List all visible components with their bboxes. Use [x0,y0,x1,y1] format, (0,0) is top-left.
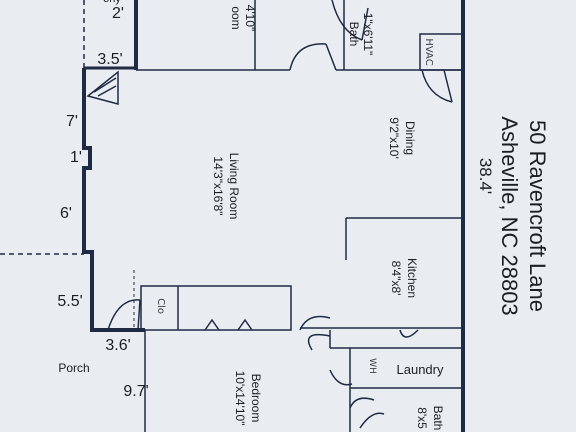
room-name: Living Room [227,153,241,220]
room-name: oom [229,6,243,29]
room-bath-top: Bath 1"x6'11" [347,13,375,56]
room-name: Dining [403,121,417,155]
interior-walls [136,0,464,432]
room-kitchen: Kitchen 8'4"x8' [389,258,419,298]
handwritten-hvac: HVAC [423,38,434,65]
measure-5-5: 5.5' [57,293,82,310]
measure-3-5: 3.5' [97,51,122,68]
room-dims: 4'10" [243,5,257,32]
room-name: Bath [347,22,361,47]
outer-wall-left [82,68,145,332]
room-dims: 9'2"x10' [387,117,401,159]
balcony-label: ony [103,0,121,5]
room-bedroom-top: oom 4'10" [229,5,257,32]
room-dims: 8'4"x8' [389,261,403,296]
measure-7: 7' [66,113,78,130]
measure-6: 6' [60,205,72,222]
address-block: 50 Ravencroft Lane Asheville, NC 28803 [497,116,550,315]
handwritten-wh: WH [367,358,377,374]
measure-9-7: 9.7' [123,383,148,400]
handwritten-closet: Clo [155,298,166,314]
room-laundry: Laundry [397,362,444,377]
room-name: Bedroom [249,374,263,423]
measure-3-6: 3.6' [105,337,130,354]
room-name: Kitchen [405,258,419,298]
room-dims: 10'x14'10" [233,371,247,426]
fireplace [86,70,119,105]
overall-dimension: 38.4' [476,158,495,194]
measure-1: 1' [70,149,82,166]
room-dims: 14'3"x16'8" [211,156,225,215]
room-dining: Dining 9'2"x10' [387,117,417,159]
room-living: Living Room 14'3"x16'8" [211,153,241,220]
measure-balcony: 2' [112,5,124,22]
room-bedroom-bottom: Bedroom 10'x14'10" [233,371,263,426]
room-bath-bottom: Bath 8'x5 [415,406,445,431]
room-porch: Porch [58,361,89,375]
address-city: Asheville, NC 28803 [497,116,522,315]
room-dims: 8'x5 [415,407,429,429]
room-name: Bath [431,406,445,431]
room-dims: 1"x6'11" [361,13,375,56]
door-swings [107,0,453,429]
balcony-walls [83,0,138,70]
address-street: 50 Ravencroft Lane [525,120,550,312]
